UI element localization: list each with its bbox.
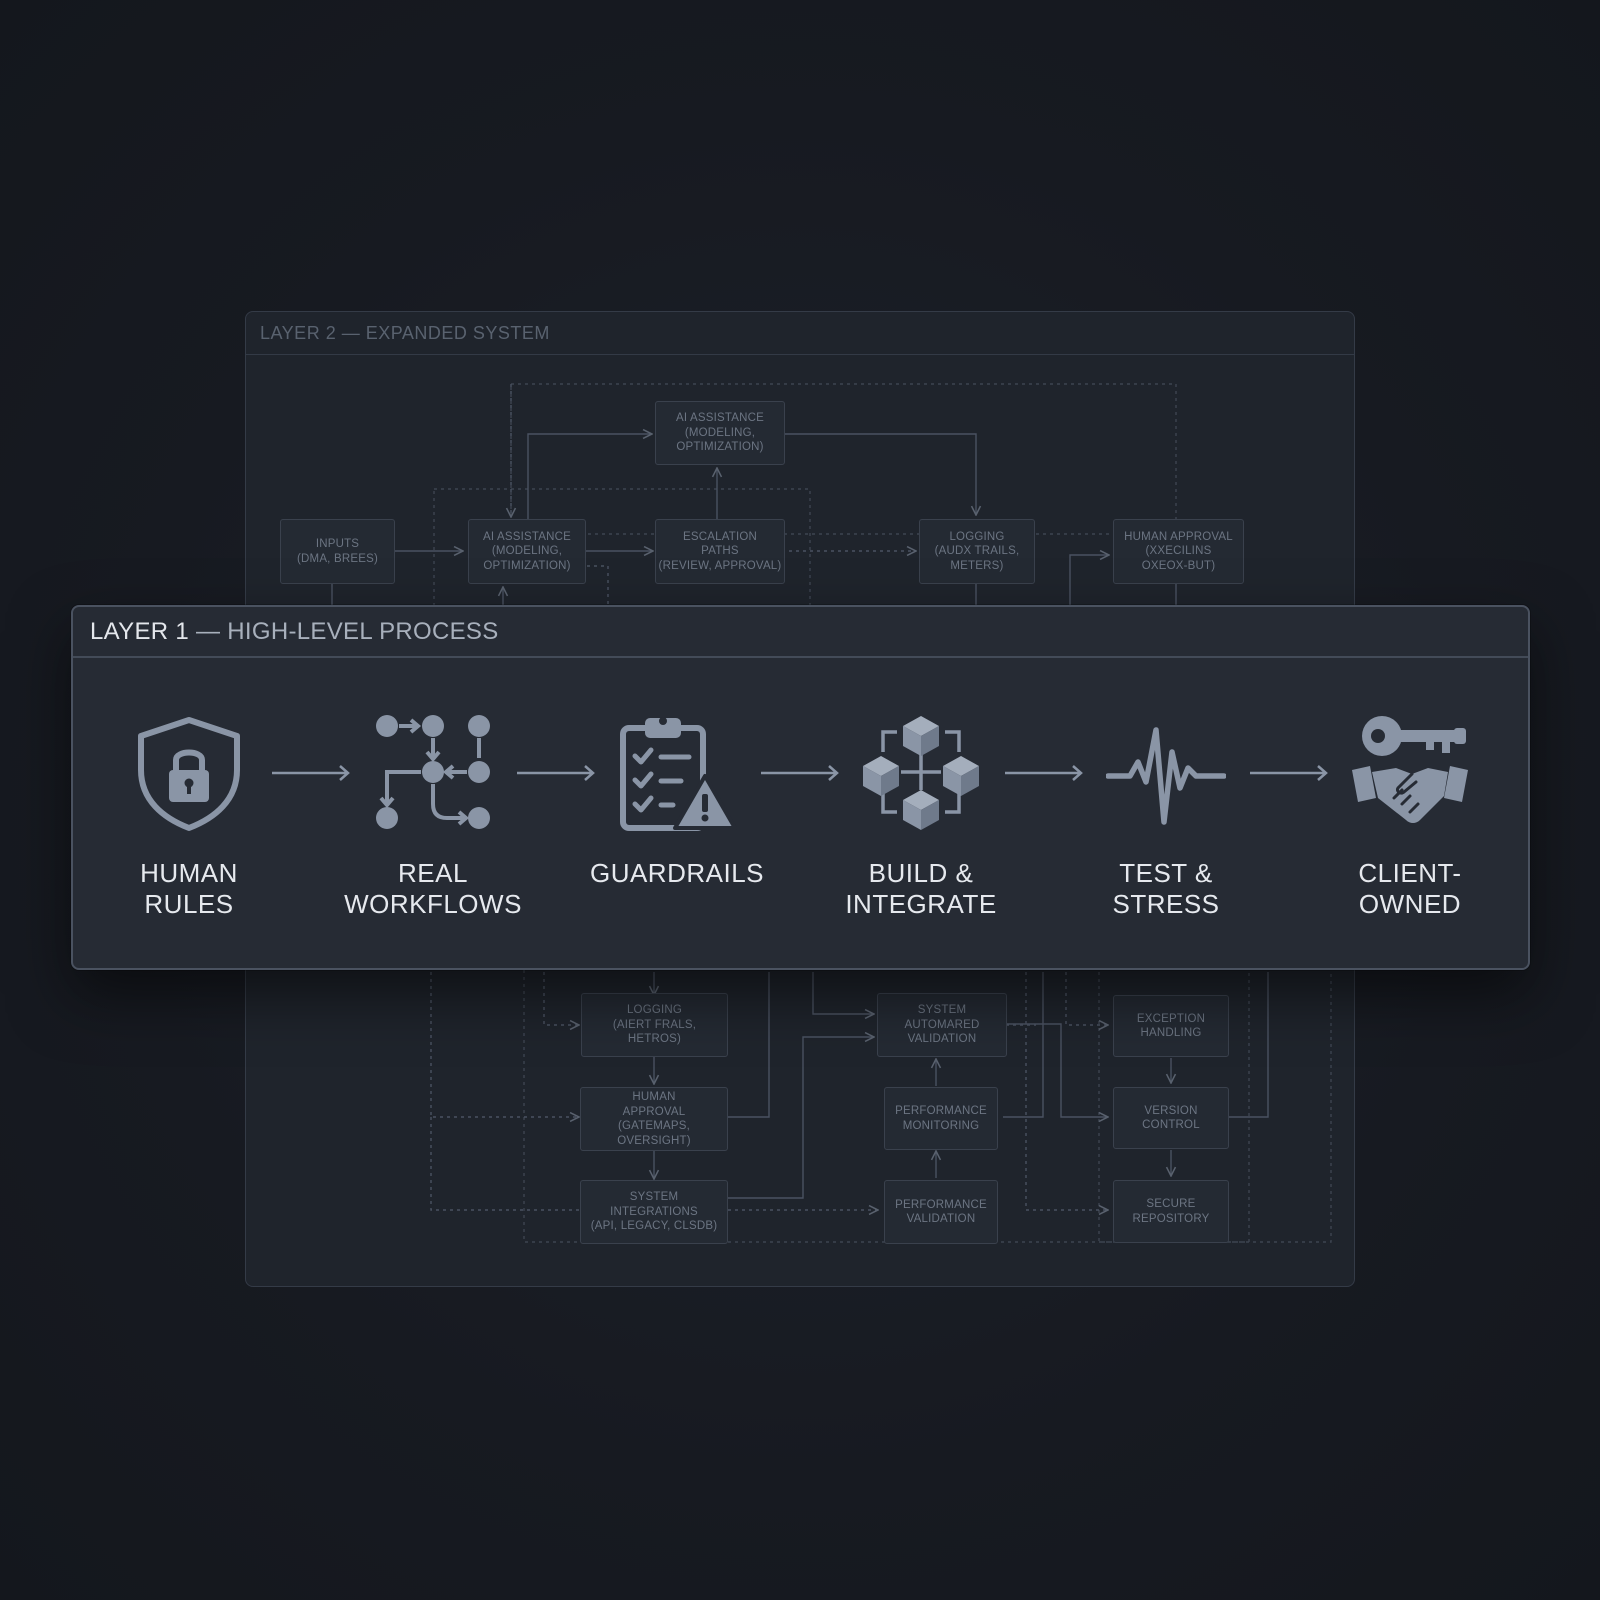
- layer1-title-prefix: LAYER 1: [90, 618, 190, 645]
- node-system-automated-validation[interactable]: SYSTEM AUTOMARED VALIDATION: [877, 993, 1007, 1057]
- step-guardrails[interactable]: GUARDRAILS: [567, 712, 787, 889]
- node-performance-monitoring[interactable]: PERFORMANCE MONITORING: [884, 1087, 998, 1150]
- node-performance-validation[interactable]: PERFORMANCE VALIDATION: [884, 1180, 998, 1244]
- arrow-right-icon: [272, 765, 350, 781]
- connected-cubes-icon: [863, 716, 979, 830]
- step-label: TEST & STRESS: [1112, 858, 1220, 919]
- node-human-approval-top[interactable]: HUMAN APPROVAL (XXECILINS OXEOX-BUT): [1113, 519, 1244, 584]
- node-escalation-paths[interactable]: ESCALATION PATHS (REVIEW, APPROVAL): [655, 519, 785, 584]
- step-label: CLIENT- OWNED: [1358, 858, 1462, 919]
- shield-lock-icon: [138, 717, 240, 831]
- step-label: BUILD & INTEGRATE: [845, 858, 997, 919]
- heartbeat-pulse-icon: [1106, 727, 1226, 825]
- node-inputs[interactable]: INPUTS (DMA, BREES): [280, 519, 395, 584]
- step-real-workflows[interactable]: REAL WORKFLOWS: [323, 712, 543, 920]
- workflow-nodes-icon: [376, 715, 490, 829]
- node-logging-bottom[interactable]: LOGGING (AIERT FRALS, HETROS): [581, 993, 728, 1057]
- step-client-owned[interactable]: CLIENT- OWNED: [1300, 712, 1520, 920]
- step-test-stress[interactable]: TEST & STRESS: [1056, 712, 1276, 920]
- arrow-right-icon: [1005, 765, 1083, 781]
- layer2-title: LAYER 2 — EXPANDED SYSTEM: [260, 323, 550, 343]
- node-ai-assistance-mid[interactable]: AI ASSISTANCE (MODELING, OPTIMIZATION): [468, 519, 586, 584]
- node-secure-repository[interactable]: SECURE REPOSITORY: [1113, 1180, 1229, 1243]
- step-label: HUMAN RULES: [140, 858, 238, 919]
- node-system-integrations[interactable]: SYSTEM INTEGRATIONS (API, LEGACY, CLSDB): [580, 1180, 728, 1244]
- layer1-title: LAYER 1 — HIGH-LEVEL PROCESS: [90, 618, 499, 646]
- node-exception-handling[interactable]: EXCEPTION HANDLING: [1113, 995, 1229, 1057]
- key-handshake-icon: [1352, 716, 1468, 823]
- clipboard-warning-icon: [620, 717, 737, 831]
- arrow-right-icon: [517, 765, 595, 781]
- node-version-control[interactable]: VERSION CONTROL: [1113, 1087, 1229, 1149]
- arrow-right-icon: [1250, 765, 1328, 781]
- layer2-header: LAYER 2 — EXPANDED SYSTEM: [246, 312, 1354, 355]
- layer1-header: LAYER 1 — HIGH-LEVEL PROCESS: [73, 607, 1528, 658]
- arrow-right-icon: [761, 765, 839, 781]
- node-logging-top[interactable]: LOGGING (AUDX TRAILS, METERS): [919, 519, 1035, 584]
- node-ai-assistance-top[interactable]: AI ASSISTANCE (MODELING, OPTIMIZATION): [655, 401, 785, 465]
- step-build-integrate[interactable]: BUILD & INTEGRATE: [811, 712, 1031, 920]
- layer1-panel: LAYER 1 — HIGH-LEVEL PROCESS HUMAN RULES: [71, 605, 1530, 970]
- step-human-rules[interactable]: HUMAN RULES: [79, 712, 299, 920]
- step-label: GUARDRAILS: [589, 858, 765, 888]
- node-human-approval-bottom[interactable]: HUMAN APPROVAL (GATEMAPS, OVERSIGHT): [580, 1087, 728, 1151]
- layer1-title-suffix: — HIGH-LEVEL PROCESS: [189, 618, 499, 645]
- step-label: REAL WORKFLOWS: [344, 858, 522, 919]
- layer2-connectors: [331, 383, 1332, 1243]
